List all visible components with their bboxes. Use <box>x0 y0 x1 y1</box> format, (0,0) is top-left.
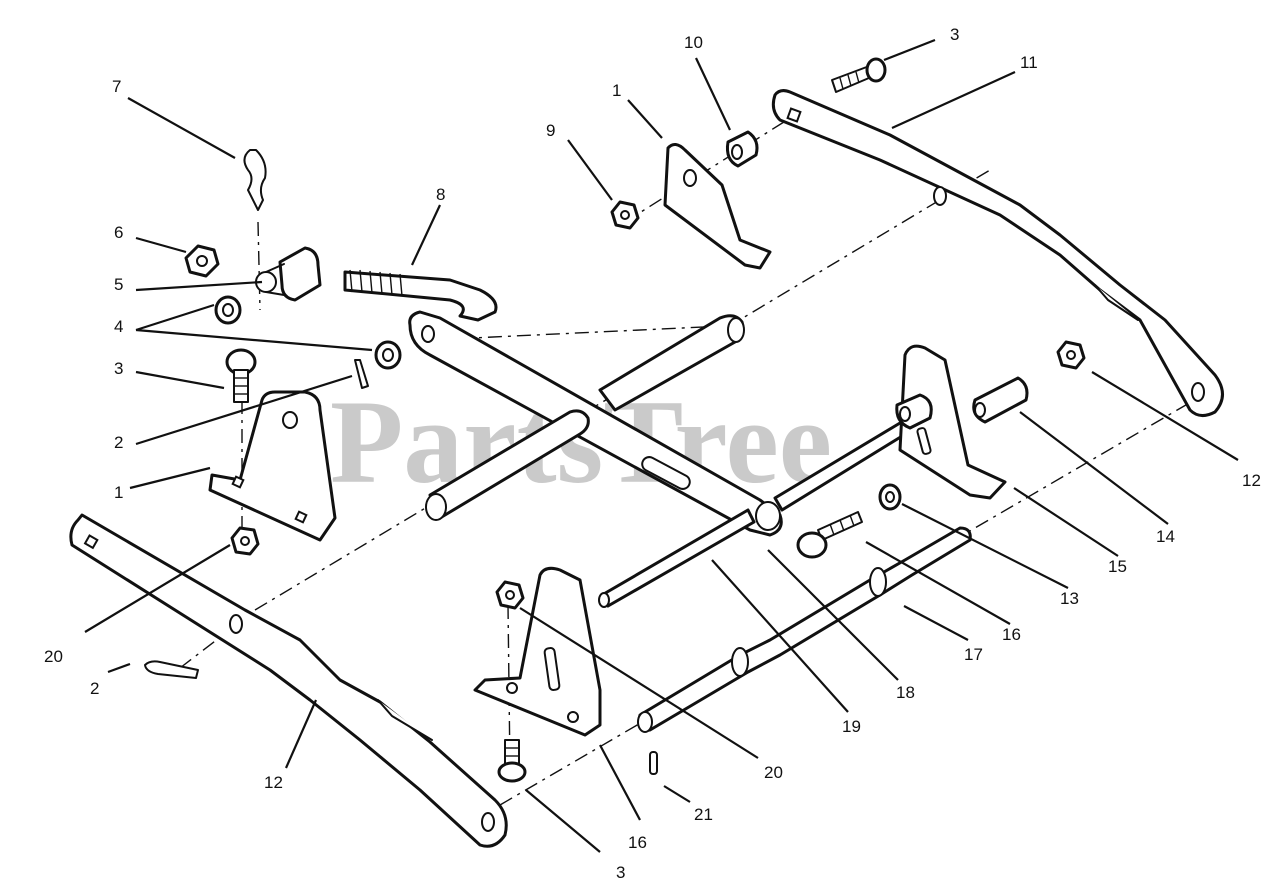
callout-3-left: 3 <box>114 359 123 378</box>
watermark: PartsTree <box>330 375 832 508</box>
callout-3-bottom: 3 <box>616 863 625 882</box>
callout-4: 4 <box>114 317 123 336</box>
callout-9: 9 <box>546 121 555 140</box>
bolt-3-bottom <box>497 739 527 783</box>
shaft-tubes <box>425 314 745 521</box>
callout-20-bottom: 20 <box>764 763 783 782</box>
callout-18: 18 <box>896 683 915 702</box>
callout-20-left: 20 <box>44 647 63 666</box>
callout-13: 13 <box>1060 589 1079 608</box>
callout-2-lower: 2 <box>90 679 99 698</box>
callout-1-left: 1 <box>114 483 123 502</box>
callout-10: 10 <box>684 33 703 52</box>
key-21 <box>649 751 658 775</box>
lift-arm-left <box>69 513 508 848</box>
lift-arm-right <box>771 89 1224 417</box>
bracket-top <box>663 143 772 270</box>
callouts: 7 8 6 5 4 3 2 1 20 2 12 1 9 10 3 11 12 1… <box>44 25 1261 882</box>
callout-15: 15 <box>1108 557 1127 576</box>
nut-20-bottom <box>495 580 525 610</box>
callout-1-top: 1 <box>612 81 621 100</box>
callout-12-right: 12 <box>1242 471 1261 490</box>
nut-9 <box>610 200 640 230</box>
spacer-14 <box>972 376 1029 424</box>
callout-16-right: 16 <box>1002 625 1021 644</box>
washer-13 <box>878 483 902 511</box>
bracket-left <box>208 390 337 542</box>
bracket-right <box>898 344 1007 500</box>
bolt-3-top <box>831 57 887 93</box>
washer-4-left <box>214 295 242 325</box>
callout-2-upper: 2 <box>114 433 123 452</box>
nut-12-right <box>1056 340 1086 370</box>
bushing-right <box>895 393 933 430</box>
rod <box>598 508 756 608</box>
callout-5: 5 <box>114 275 123 294</box>
callout-16-bottom: 16 <box>628 833 647 852</box>
callout-12-left: 12 <box>264 773 283 792</box>
callout-7: 7 <box>112 77 121 96</box>
callout-11: 11 <box>1020 53 1038 72</box>
bolt-3-left <box>225 348 257 403</box>
leader-lines <box>84 38 1239 853</box>
nut-6 <box>184 244 220 278</box>
pivot-block <box>255 246 322 302</box>
callout-17: 17 <box>964 645 983 664</box>
callout-8: 8 <box>436 185 445 204</box>
washer-4-right <box>374 340 402 370</box>
nut-20-left <box>230 526 260 556</box>
rock-shaft-plate <box>408 310 783 537</box>
callout-14: 14 <box>1156 527 1175 546</box>
bracket-bottom <box>473 566 602 737</box>
cross-shaft <box>637 526 972 733</box>
hair-pin <box>243 149 267 211</box>
adjusting-link <box>343 269 498 322</box>
spacer-10 <box>726 130 759 168</box>
callout-6: 6 <box>114 223 123 242</box>
cotter-pin-2-lower <box>144 660 199 679</box>
cotter-pin-2-upper <box>354 359 369 389</box>
callout-21: 21 <box>694 805 713 824</box>
callout-3-top: 3 <box>950 25 959 44</box>
callout-19: 19 <box>842 717 861 736</box>
bolt-16 <box>796 511 863 559</box>
